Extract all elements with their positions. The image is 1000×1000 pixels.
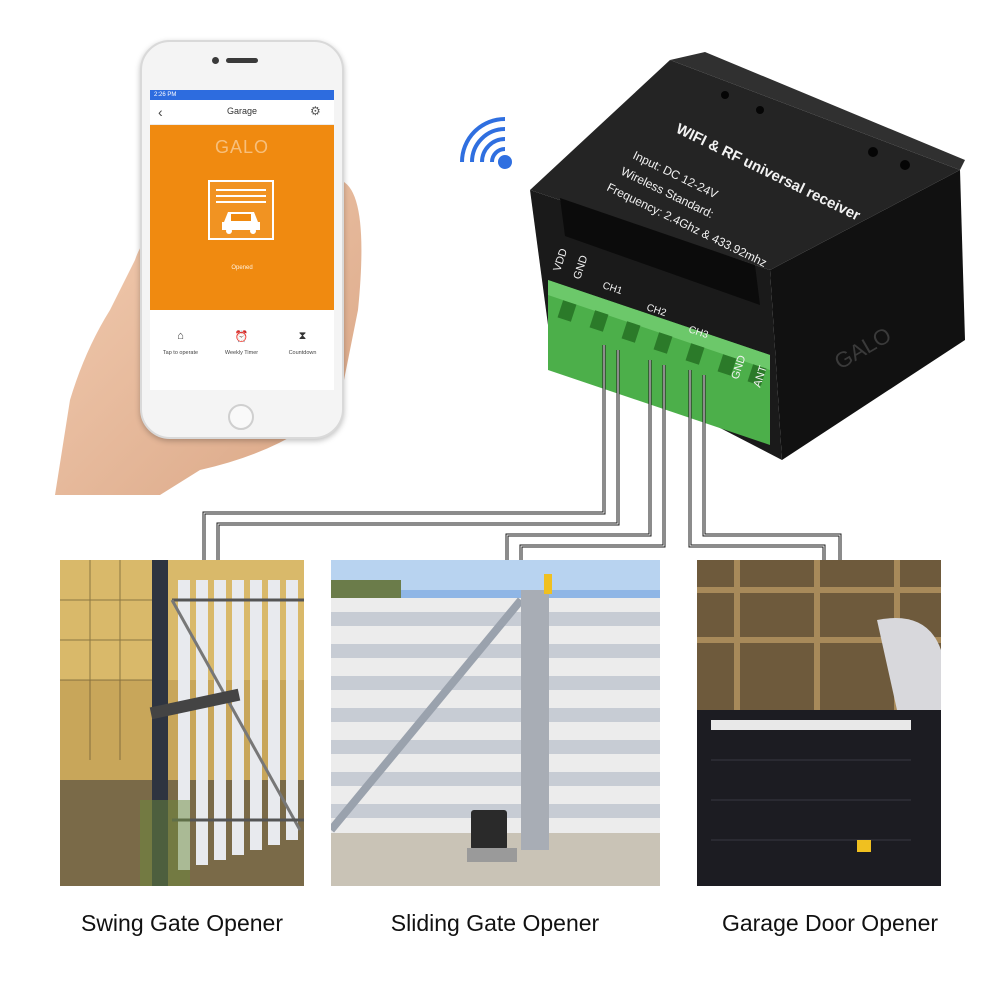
home-icon: ⌂ [177, 330, 184, 342]
wifi-rf-receiver-module: WIFI & RF universal receiver Input: DC 1… [530, 52, 965, 460]
wifi-signal-icon [460, 117, 512, 169]
smartphone: 2:26 PM ‹ Garage ⚙ GALO Opened [140, 40, 344, 439]
sliding-gate-photo [331, 560, 660, 886]
action-label: Tap to operate [162, 350, 199, 356]
earpiece-speaker [226, 58, 258, 63]
home-button[interactable] [228, 404, 254, 430]
garage-door-caption: Garage Door Opener [721, 910, 939, 936]
front-camera [212, 57, 219, 64]
countdown-button[interactable]: ⧗ Countdown [272, 330, 333, 356]
sliding-gate-caption: Sliding Gate Opener [390, 910, 600, 936]
action-bar: ⌂ Tap to operate ⏰ Weekly Timer ⧗ Countd… [150, 310, 334, 390]
app-title: Garage [226, 106, 258, 116]
door-status-text: Opened [231, 265, 253, 271]
garage-door-photo [697, 560, 941, 886]
gear-icon[interactable]: ⚙ [310, 104, 321, 118]
app-screen: 2:26 PM ‹ Garage ⚙ GALO Opened [150, 90, 334, 390]
garage-door-icon[interactable] [208, 180, 274, 240]
brand-watermark: GALO [214, 137, 270, 157]
swing-gate-caption: Swing Gate Opener [80, 910, 283, 936]
weekly-timer-button[interactable]: ⏰ Weekly Timer [211, 330, 272, 356]
device-panel: GALO Opened [150, 125, 334, 310]
action-label: Weekly Timer [224, 350, 259, 356]
action-label: Countdown [288, 350, 317, 356]
app-header: ‹ Garage ⚙ [150, 100, 334, 125]
hourglass-icon: ⧗ [298, 330, 307, 342]
tap-to-operate-button[interactable]: ⌂ Tap to operate [150, 330, 211, 356]
alarm-clock-icon: ⏰ [234, 331, 249, 343]
status-bar: 2:26 PM [150, 90, 334, 100]
back-arrow-icon[interactable]: ‹ [158, 104, 163, 120]
swing-gate-photo [60, 560, 304, 886]
